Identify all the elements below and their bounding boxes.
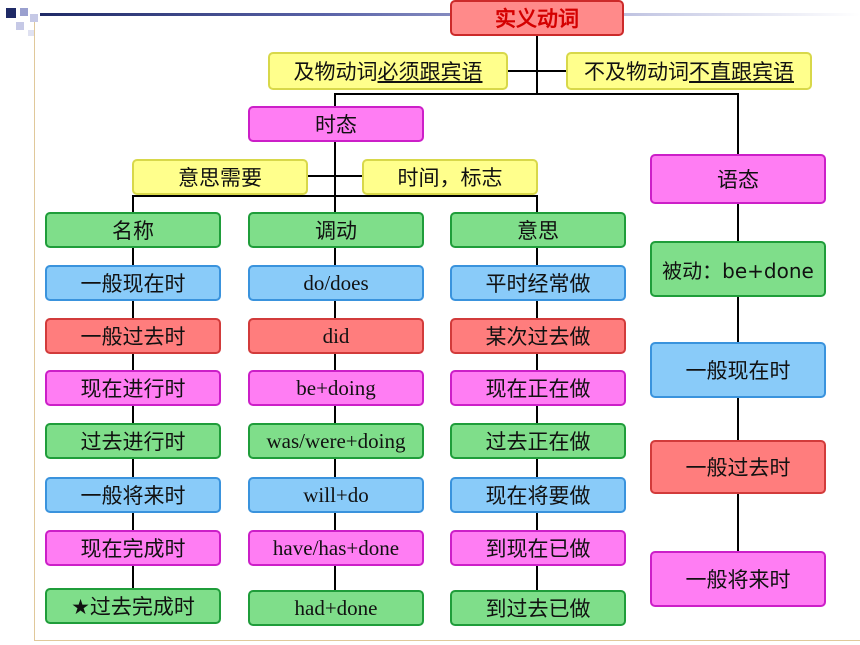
- tense-name: 现在完成时: [45, 530, 221, 566]
- meaning-item: 现在将要做: [450, 477, 626, 513]
- meaning-item: 到现在已做: [450, 530, 626, 566]
- verb-form: have/has+done: [248, 530, 424, 566]
- frame-border: [34, 22, 35, 640]
- meaning-item: 某次过去做: [450, 318, 626, 354]
- verb-form: be+doing: [248, 370, 424, 406]
- title-box: 实义动词: [450, 0, 624, 36]
- decor-square: [30, 14, 38, 22]
- connector: [737, 93, 739, 155]
- meaning-item: 平时经常做: [450, 265, 626, 301]
- connector: [536, 34, 538, 94]
- decor-square: [16, 22, 24, 30]
- connector: [334, 140, 336, 214]
- connector: [132, 195, 538, 197]
- connector: [334, 246, 336, 590]
- tense-name: 过去进行时: [45, 423, 221, 459]
- decor-square: [20, 8, 28, 16]
- transitive-underlined: 必须跟宾语: [377, 60, 483, 84]
- voice-tense: 一般过去时: [650, 440, 826, 494]
- verb-form: had+done: [248, 590, 424, 626]
- verb-form: did: [248, 318, 424, 354]
- meaning-item: 到过去已做: [450, 590, 626, 626]
- connector: [334, 93, 336, 107]
- connector: [536, 246, 538, 590]
- voice-tense: 一般现在时: [650, 342, 826, 398]
- intransitive-text: 不及物动词: [584, 60, 689, 84]
- connector: [132, 195, 134, 214]
- connector: [334, 93, 739, 95]
- verb-form: will+do: [248, 477, 424, 513]
- name-header: 名称: [45, 212, 221, 248]
- passive-box: 被动：be+done: [650, 241, 826, 297]
- intransitive-underlined: 不直跟宾语: [689, 60, 794, 84]
- transitive-box: 及物动词必须跟宾语: [268, 52, 508, 90]
- connector: [506, 70, 568, 72]
- tense-name: 一般将来时: [45, 477, 221, 513]
- tense-box: 时态: [248, 106, 424, 142]
- tense-name: 一般现在时: [45, 265, 221, 301]
- meaning-item: 现在正在做: [450, 370, 626, 406]
- voice-tense: 一般将来时: [650, 551, 826, 607]
- verb-header: 调动: [248, 212, 424, 248]
- meaning-need-box: 意思需要: [132, 159, 308, 195]
- tense-name: 现在进行时: [45, 370, 221, 406]
- meaning-item: 过去正在做: [450, 423, 626, 459]
- decor-square: [6, 8, 16, 18]
- transitive-text: 及物动词: [293, 60, 378, 84]
- verb-form: was/were+doing: [248, 423, 424, 459]
- tense-name: 一般过去时: [45, 318, 221, 354]
- connector: [306, 175, 364, 177]
- tense-name: ★过去完成时: [45, 588, 221, 624]
- verb-form: do/does: [248, 265, 424, 301]
- connector: [536, 195, 538, 214]
- decor-square: [28, 30, 34, 36]
- intransitive-box: 不及物动词不直跟宾语: [566, 52, 812, 90]
- connector: [132, 246, 134, 590]
- frame-border: [34, 640, 860, 641]
- meaning-header: 意思: [450, 212, 626, 248]
- time-marker-box: 时间，标志: [362, 159, 538, 195]
- voice-box: 语态: [650, 154, 826, 204]
